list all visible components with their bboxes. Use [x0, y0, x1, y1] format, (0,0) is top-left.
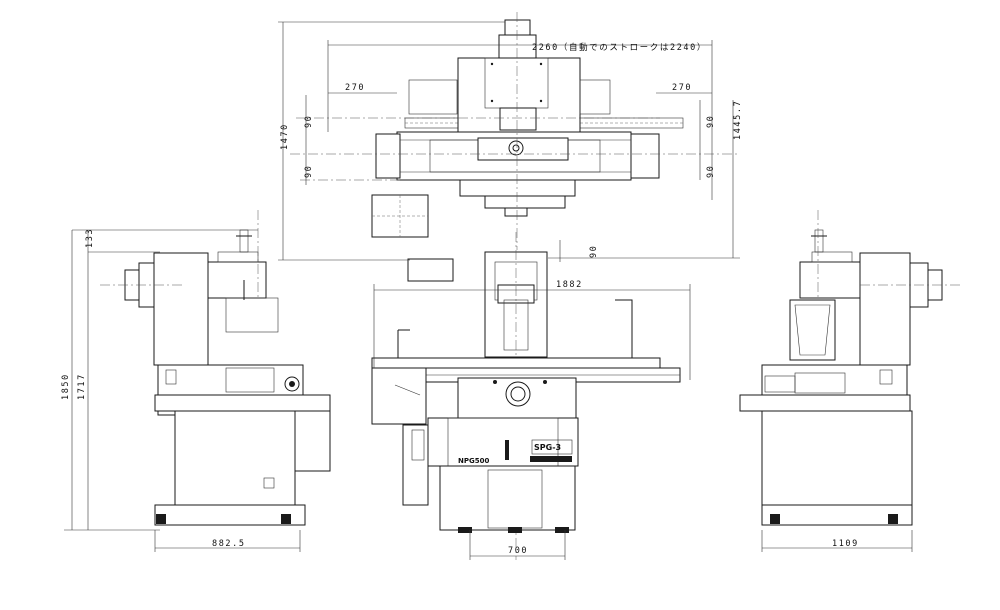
dim-width: 1882: [556, 280, 583, 290]
dim-table-depth: 1445.7: [733, 100, 743, 140]
dim-left-offset: 270: [345, 83, 365, 93]
front-elevation: SPG-3 NPG500 1882 700: [371, 232, 691, 560]
plan-view: [290, 12, 740, 282]
right-side-view: 1109: [739, 210, 960, 552]
plate-series: NPG500: [458, 457, 489, 465]
dim-lower-right: 90: [589, 245, 599, 258]
dim-upper-left-2: 90: [304, 165, 314, 178]
dim-top: 133: [85, 228, 95, 248]
dim-left-depth: 882.5: [212, 539, 246, 549]
dim-base-width: 700: [508, 546, 528, 556]
dim-upper-right-1: 90: [706, 115, 716, 128]
dim-right-offset: 270: [672, 83, 692, 93]
plate-model: SPG-3: [534, 443, 561, 452]
dim-height-2: 1717: [77, 373, 87, 400]
dim-height-total: 1850: [61, 373, 71, 400]
left-side-view: 1850 1717 133 882.5: [61, 210, 331, 552]
dim-right-depth: 1109: [832, 539, 859, 549]
dim-overall-depth: 1470: [280, 123, 290, 150]
plan-dimensions: 2260（自動でのストロークは2240） 270 270 1470 1445.7…: [278, 21, 743, 262]
dim-upper-left-1: 90: [304, 115, 314, 128]
dim-upper-right-2: 90: [706, 165, 716, 178]
dim-total-travel: 2260（自動でのストロークは2240）: [532, 42, 707, 53]
